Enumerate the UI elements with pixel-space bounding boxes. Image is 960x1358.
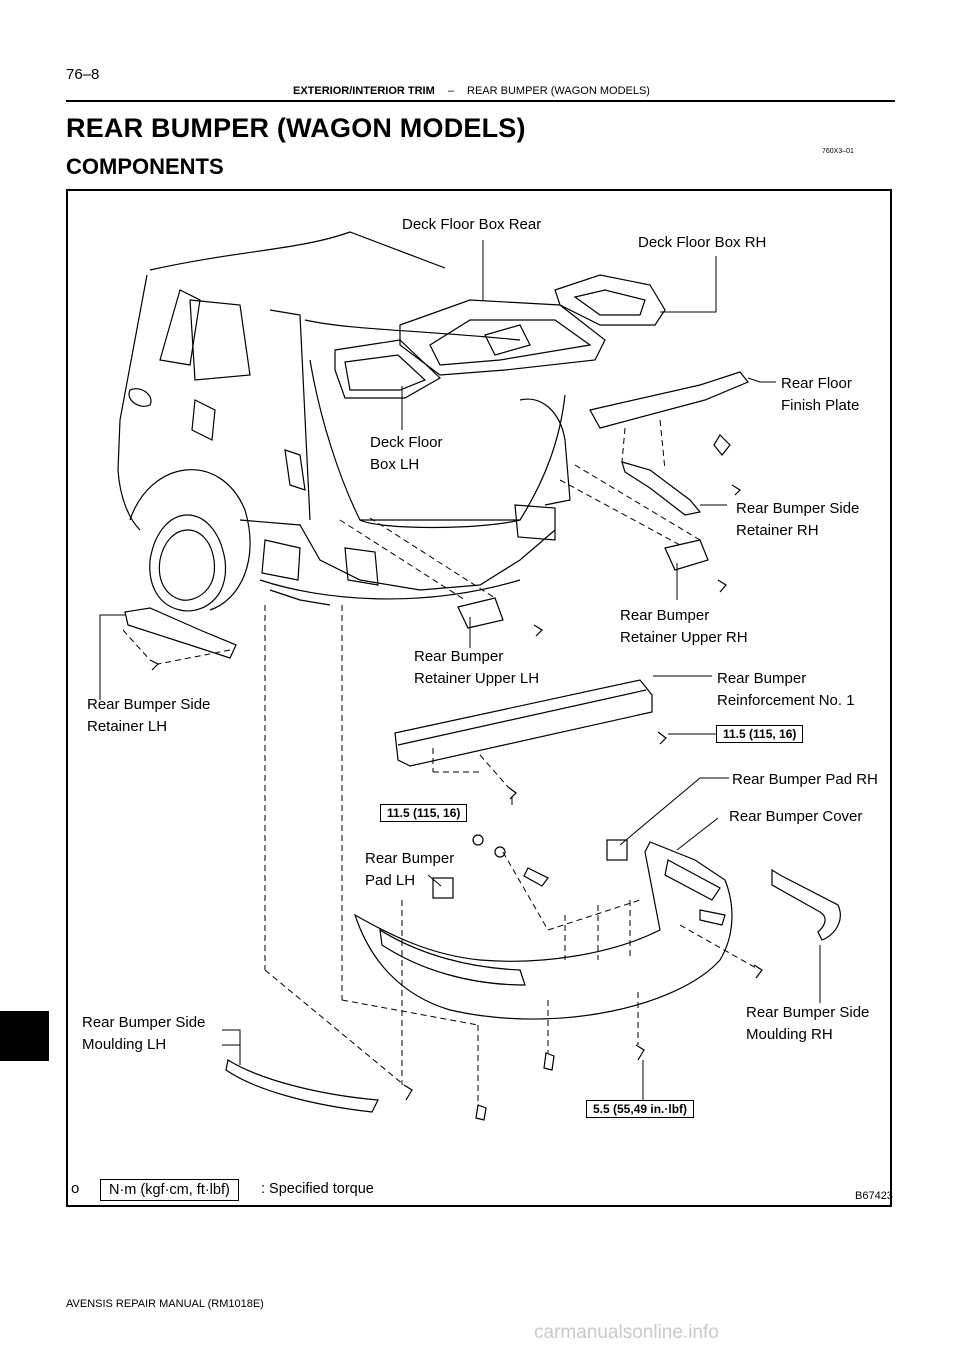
header-separator: – [447,85,454,97]
leader-lines [99,240,821,1100]
legend-mark: o [71,1180,80,1197]
section-title: COMPONENTS [66,154,224,179]
label-rear-bumper-side-moulding-rh: Rear Bumper Side Moulding RH [746,1004,870,1043]
page-title: REAR BUMPER (WAGON MODELS) [66,113,526,143]
torque-reinforcement-rh: 11.5 (115, 16) [716,725,804,743]
pad-lh-shape [432,877,454,899]
label-rear-bumper-side-moulding-lh: Rear Bumper Side Moulding LH [82,1014,206,1053]
header-rule [66,100,895,102]
label-rear-floor-finish-plate: Rear Floor Finish Plate [781,375,860,414]
label-rear-bumper-side-retainer-rh: Rear Bumper Side Retainer RH [736,500,860,539]
retainer-upper-lh-shape [457,597,543,637]
torque-reinforcement-lh: 11.5 (115, 16) [380,804,468,822]
deck-floor-box-lh-shape [334,339,441,399]
label-rear-bumper-retainer-upper-rh: Rear Bumper Retainer Upper RH [620,607,748,646]
retainer-upper-rh-shape [664,539,727,593]
running-header: EXTERIOR/INTERIOR TRIM – REAR BUMPER (WA… [293,85,650,97]
side-retainer-rh-shape [621,461,741,516]
side-moulding-lh-shape [225,1059,379,1113]
label-rear-bumper-reinforcement-no1: Rear Bumper Reinforcement No. 1 [717,670,855,709]
label-deck-floor-box-rear: Deck Floor Box Rear [402,216,542,233]
legend-unit-box: N·m (kgf·cm, ft·lbf) [100,1179,239,1201]
reinforcement-shape [394,679,667,800]
deck-floor-box-rear-shape [399,299,606,376]
header-topic: REAR BUMPER (WAGON MODELS) [467,85,650,97]
label-rear-bumper-cover: Rear Bumper Cover [729,808,863,825]
rear-floor-finish-plate-shape [589,371,749,456]
label-deck-floor-box-rh: Deck Floor Box RH [638,234,767,251]
assembly-lines [122,419,757,1105]
pad-rh-shape [606,839,628,861]
figure-frame [66,189,892,1207]
deck-floor-box-rh-shape [554,274,666,326]
label-rear-bumper-pad-lh: Rear Bumper Pad LH [365,850,455,889]
bottom-fasteners-shape [403,964,763,1121]
watermark: carmanualsonline.info [534,1322,719,1343]
clips-shape [472,834,549,887]
label-deck-floor-box-lh: Deck Floor Box LH [370,434,443,473]
label-rear-bumper-side-retainer-lh: Rear Bumper Side Retainer LH [87,696,211,735]
side-retainer-lh-shape [124,607,237,671]
legend-text: : Specified torque [261,1181,374,1197]
header-section: EXTERIOR/INTERIOR TRIM [293,85,435,97]
torque-cover-bottom: 5.5 (55,49 in.·lbf) [586,1100,695,1118]
page-number: 76–8 [66,66,100,83]
figure-code: 760X3–01 [822,148,854,155]
footer: AVENSIS REPAIR MANUAL (RM1018E) [66,1298,264,1310]
figure-id: B67423 [855,1190,893,1202]
label-rear-bumper-pad-rh: Rear Bumper Pad RH [732,771,878,788]
section-tab-marker [0,1011,49,1061]
bumper-cover-shape [353,841,733,1020]
vehicle-body-drawing [117,231,571,612]
side-moulding-rh-shape [771,868,841,941]
label-rear-bumper-retainer-upper-lh: Rear Bumper Retainer Upper LH [414,648,540,687]
